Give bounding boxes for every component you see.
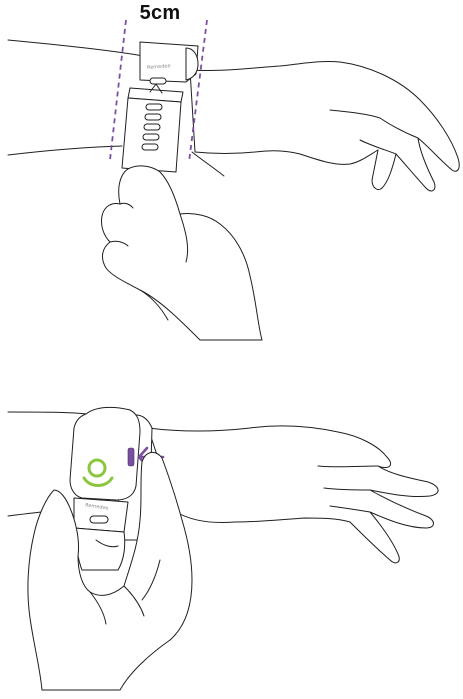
bottom-forearm-upper-edge <box>8 412 86 414</box>
bottom-strap-lower <box>74 528 125 570</box>
bottom-device-slot <box>90 516 108 523</box>
top-forearm-lower-edge <box>8 146 122 155</box>
top-right-hand <box>190 61 459 190</box>
strap-hole <box>146 104 162 110</box>
top-wrist-edge <box>192 152 224 176</box>
top-forearm-upper-edge <box>8 40 150 57</box>
bottom-right-hand <box>148 426 438 563</box>
measurement-label: 5cm <box>130 2 190 25</box>
bottom-panel <box>8 407 438 690</box>
bottom-device-lower <box>74 498 128 532</box>
top-measure-guide-left <box>110 20 126 160</box>
strap-hole <box>145 114 161 120</box>
strap-hole <box>143 134 159 140</box>
top-strap-slot <box>150 78 166 84</box>
strap-hole <box>144 124 160 130</box>
top-holding-hand <box>101 166 262 340</box>
device-side-button <box>128 448 134 466</box>
strap-hole <box>142 144 158 150</box>
top-panel <box>8 20 459 340</box>
